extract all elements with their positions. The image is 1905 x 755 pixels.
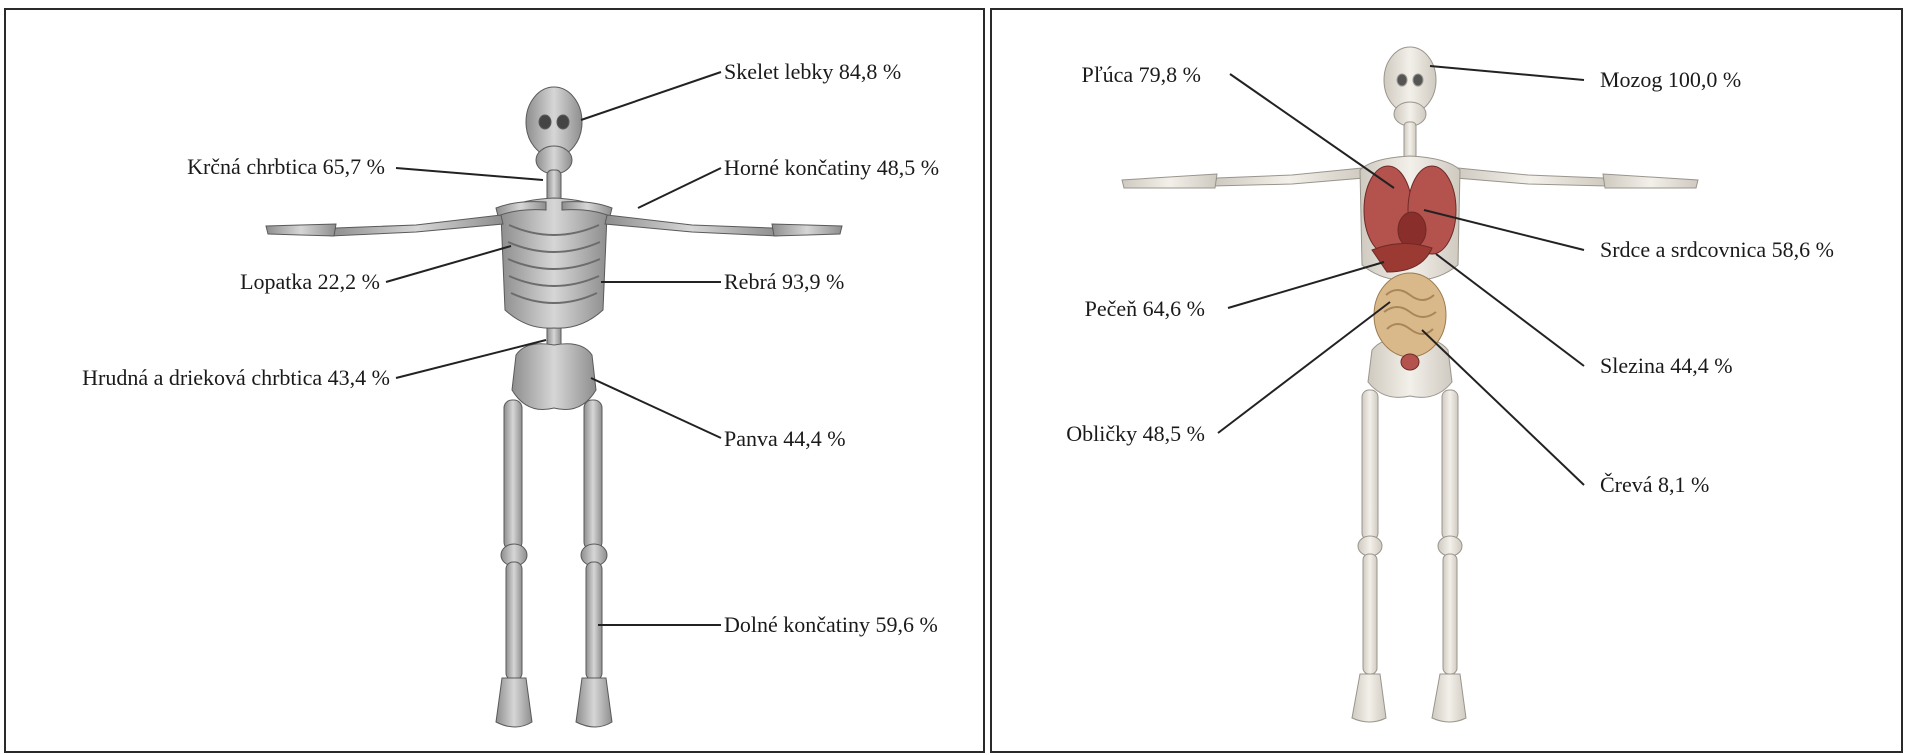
label-skull: Skelet lebky 84,8 % xyxy=(724,59,901,85)
label-heart: Srdce a srdcovnica 58,6 % xyxy=(1600,237,1834,263)
label-lower-limbs: Dolné končatiny 59,6 % xyxy=(724,612,938,638)
label-brain: Mozog 100,0 % xyxy=(1600,67,1741,93)
organs-illustration xyxy=(992,10,1903,753)
label-cervical-spine: Krčná chrbtica 65,7 % xyxy=(187,154,385,180)
label-intestines: Črevá 8,1 % xyxy=(1600,472,1709,498)
left-arm xyxy=(331,215,503,236)
right-femur xyxy=(584,400,602,550)
label-spleen: Slezina 44,4 % xyxy=(1600,353,1733,379)
label-kidneys: Obličky 48,5 % xyxy=(1066,421,1205,447)
intestines xyxy=(1374,273,1446,357)
organs-panel: Mozog 100,0 % Pľúca 79,8 % Srdce a srdco… xyxy=(990,8,1903,753)
label-ribs: Rebrá 93,9 % xyxy=(724,269,844,295)
label-scapula: Lopatka 22,2 % xyxy=(240,269,380,295)
label-thoracolumbar-spine: Hrudná a drieková chrbtica 43,4 % xyxy=(82,365,390,391)
heart xyxy=(1398,212,1426,248)
label-liver: Pečeň 64,6 % xyxy=(1085,296,1205,322)
label-lungs: Pľúca 79,8 % xyxy=(1081,62,1201,88)
right-arm xyxy=(605,215,777,236)
label-pelvis: Panva 44,4 % xyxy=(724,426,846,452)
label-upper-limbs: Horné končatiny 48,5 % xyxy=(724,155,939,181)
skeleton-panel: Skelet lebky 84,8 % Krčná chrbtica 65,7 … xyxy=(4,8,985,753)
left-femur xyxy=(504,400,522,550)
pelvis xyxy=(512,344,596,410)
organs-figure xyxy=(1122,47,1698,722)
